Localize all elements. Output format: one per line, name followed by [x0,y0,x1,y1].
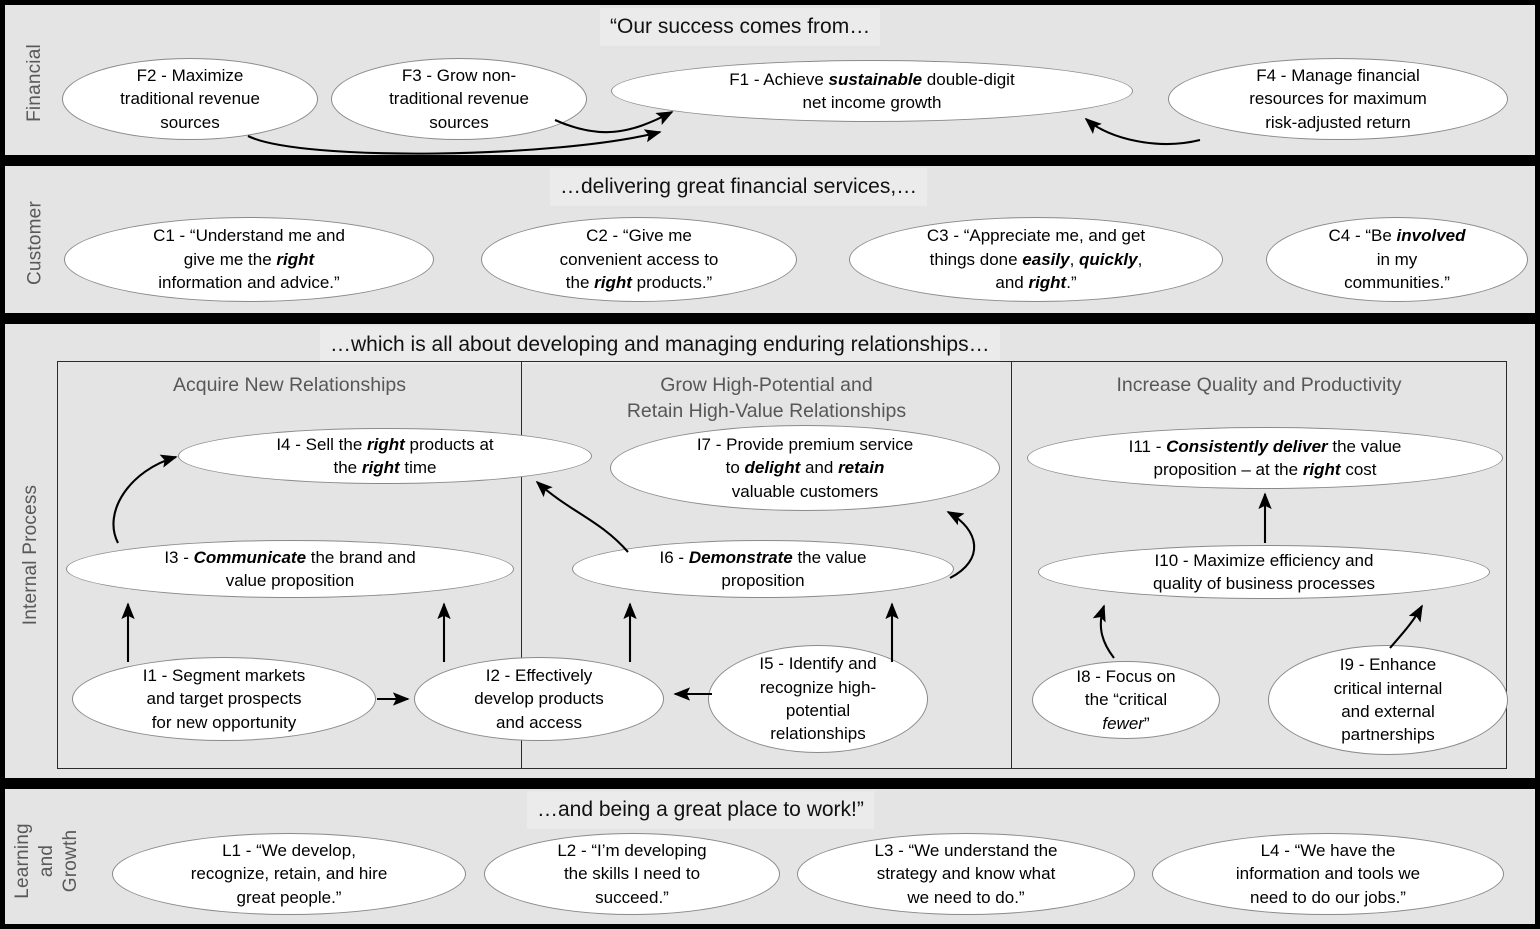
process-column-title-increase: Increase Quality and Productivity [1116,374,1402,396]
objective-I2[interactable]: I2 - Effectively develop products and ac… [414,657,664,741]
objective-C1[interactable]: C1 - “Understand me and give me the righ… [64,217,434,302]
objective-I4[interactable]: I4 - Sell the right products at the righ… [178,428,592,484]
objective-I10[interactable]: I10 - Maximize efficiency and quality of… [1038,545,1490,599]
side-label-customer: Customer [24,201,46,285]
objective-I6[interactable]: I6 - Demonstrate the value proposition [572,540,954,598]
objective-F4[interactable]: F4 - Manage financial resources for maxi… [1168,58,1508,140]
objective-I8[interactable]: I8 - Focus on the “critical fewer” [1032,661,1220,739]
objective-L3[interactable]: L3 - “We understand the strategy and kno… [797,833,1135,915]
objective-I9[interactable]: I9 - Enhance critical internal and exter… [1268,645,1508,755]
objective-C4[interactable]: C4 - “Be involved in my communities.” [1266,217,1528,302]
band-caption-learning: …and being a great place to work!” [527,791,874,829]
process-column-increase [1011,361,1507,769]
band-caption-financial: “Our success comes from… [600,8,881,46]
band-caption-internal-process: …which is all about developing and manag… [320,326,1000,364]
side-label-learning: Learning [12,823,33,899]
process-column-title-grow: Grow High-Potential and Retain High-Valu… [626,374,907,422]
objective-I5[interactable]: I5 - Identify and recognize high- potent… [708,645,928,753]
objective-C3[interactable]: C3 - “Appreciate me, and get things done… [849,217,1223,302]
objective-F1[interactable]: F1 - Achieve sustainable double-digit ne… [611,60,1133,122]
objective-C2[interactable]: C2 - “Give me convenient access to the r… [481,217,797,302]
objective-L1[interactable]: L1 - “We develop, recognize, retain, and… [112,833,466,915]
objective-L2[interactable]: L2 - “I’m developing the skills I need t… [484,833,780,915]
side-label-and: and [36,844,57,878]
process-column-title-acquire: Acquire New Relationships [172,374,407,396]
objective-I1[interactable]: I1 - Segment markets and target prospect… [72,657,376,741]
side-label-internal-process: Internal Process [20,484,41,626]
objective-F3[interactable]: F3 - Grow non- traditional revenue sourc… [331,58,587,140]
side-label-growth: Growth [60,829,81,893]
objective-I3[interactable]: I3 - Communicate the brand and value pro… [66,540,514,598]
objective-I11[interactable]: I11 - Consistently deliver the value pro… [1027,427,1503,489]
objective-I7[interactable]: I7 - Provide premium service to delight … [610,425,1000,511]
band-caption-customer: …delivering great financial services,… [550,168,928,206]
objective-L4[interactable]: L4 - “We have the information and tools … [1152,833,1504,915]
side-label-financial: Financial [24,44,45,122]
objective-F2[interactable]: F2 - Maximize traditional revenue source… [62,58,318,140]
